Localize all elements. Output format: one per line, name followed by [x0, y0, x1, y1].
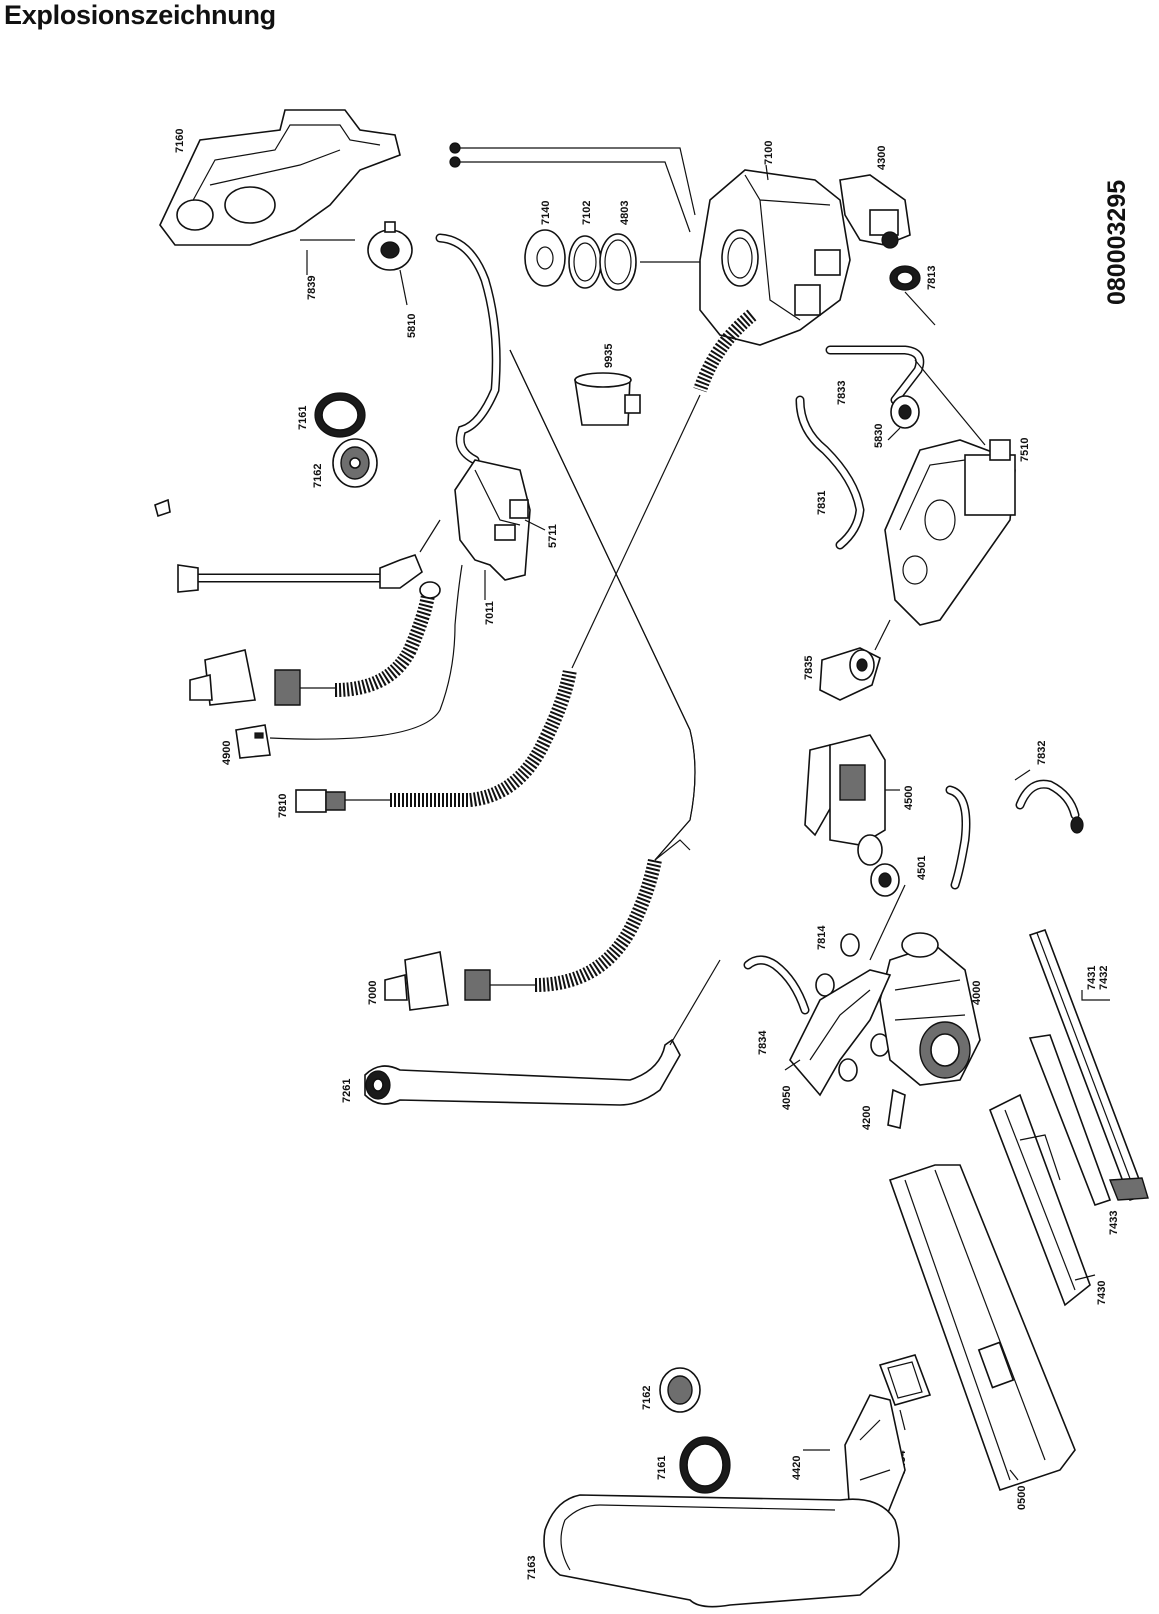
document-number: 080003295 [1103, 180, 1131, 305]
label-4000: 4000 [971, 981, 983, 1005]
part-5830-sensor [890, 395, 920, 429]
label-7432: 7432 [1098, 966, 1110, 990]
part-7161-seal-lower [679, 1436, 731, 1494]
part-7835-elbow [819, 619, 891, 701]
label-7510: 7510 [1019, 438, 1031, 462]
part-7834-hose [743, 955, 810, 1015]
part-7831-hose [795, 395, 865, 550]
label-5711: 5711 [547, 524, 559, 548]
part-7832-hose [945, 779, 1084, 890]
label-7163: 7163 [526, 1556, 538, 1580]
label-4300: 4300 [876, 146, 888, 170]
label-4803: 4803 [619, 201, 631, 225]
part-7261-sump-hose [364, 959, 721, 1106]
part-4900-power-cable [235, 564, 463, 759]
part-7434-gasket [878, 1354, 932, 1406]
label-7839: 7839 [306, 276, 318, 300]
label-0500: 0500 [1016, 1486, 1028, 1510]
label-7102: 7102 [581, 201, 593, 225]
part-7430-tray [988, 1093, 1091, 1307]
part-7161-seal-upper [314, 392, 366, 438]
part-4500-heater [804, 734, 886, 866]
label-7430: 7430 [1096, 1281, 1108, 1305]
part-4501-ntc [870, 863, 900, 897]
label-4420: 4420 [791, 1456, 803, 1480]
label-7160: 7160 [174, 129, 186, 153]
part-7810-drain-hose [295, 668, 577, 813]
part-7431-rail [1028, 928, 1149, 1202]
part-7162-filter-upper [332, 438, 378, 488]
label-7835: 7835 [803, 656, 815, 680]
part-7163-bottom-tub [543, 1494, 900, 1608]
part-7000-inlet-hose [384, 839, 691, 1011]
label-4501: 4501 [916, 856, 928, 880]
label-7000: 7000 [367, 981, 379, 1005]
part-7162-filter-lower [659, 1367, 701, 1413]
label-7431: 7431 [1086, 966, 1098, 990]
label-7832: 7832 [1036, 741, 1048, 765]
part-7433-panel [1028, 1034, 1112, 1206]
label-7831: 7831 [816, 491, 828, 515]
part-4000-circulation-pump [879, 932, 981, 1086]
label-7162-lower: 7162 [641, 1386, 653, 1410]
screw-icon [154, 498, 171, 518]
part-inlet-hose-upper [177, 554, 423, 593]
label-9935: 9935 [603, 344, 615, 368]
part-4200-sensor [887, 1088, 906, 1129]
part-7100-tank [699, 169, 851, 346]
page-title: Explosionszeichnung [4, 0, 276, 30]
part-7813-grommet [889, 265, 921, 291]
label-7140: 7140 [540, 201, 552, 225]
label-4200: 4200 [861, 1106, 873, 1130]
label-5830: 5830 [873, 424, 885, 448]
label-5810: 5810 [406, 314, 418, 338]
part-4803-seal [599, 233, 637, 291]
label-7813: 7813 [926, 266, 938, 290]
label-4900: 4900 [221, 741, 233, 765]
label-4500: 4500 [903, 786, 915, 810]
part-9935-funnel [574, 372, 641, 426]
part-4050-bracket [789, 884, 906, 1097]
part-4300-inlet-valve [839, 174, 911, 249]
part-7140-cap [524, 229, 566, 287]
label-7161-upper: 7161 [297, 406, 309, 430]
label-7261: 7261 [341, 1079, 353, 1103]
label-7814: 7814 [816, 925, 828, 950]
label-7011: 7011 [484, 601, 496, 625]
label-7161-lower: 7161 [656, 1456, 668, 1480]
part-5810-valve [367, 221, 413, 271]
part-7102-ring [568, 235, 602, 289]
label-7834: 7834 [757, 1030, 769, 1055]
part-7160-housing [159, 109, 401, 246]
part-inlet-hose-aquastop [189, 581, 441, 706]
part-7510-water-pocket [884, 439, 1016, 626]
label-7810: 7810 [277, 794, 289, 818]
part-7833-hose [825, 345, 925, 405]
label-7162-upper: 7162 [312, 464, 324, 488]
label-7100: 7100 [763, 141, 775, 165]
part-5711-distributor [454, 459, 531, 581]
label-7833: 7833 [836, 381, 848, 405]
label-4050: 4050 [781, 1086, 793, 1110]
label-7433: 7433 [1108, 1211, 1120, 1235]
part-0500-base-frame [888, 1164, 1076, 1492]
part-7814-caps [815, 933, 890, 1082]
